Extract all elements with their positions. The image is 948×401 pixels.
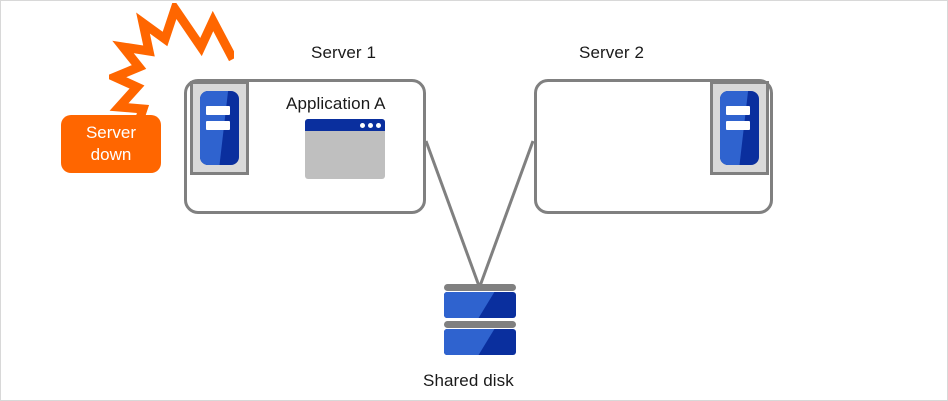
status-badge-line1: Server — [85, 123, 137, 142]
server2-box[interactable] — [534, 79, 773, 214]
server-chassis — [200, 91, 239, 165]
disk-platter — [444, 284, 516, 318]
server-slot-bar — [726, 105, 750, 116]
disk-body — [444, 329, 516, 355]
disk-cap — [444, 284, 516, 291]
server1-label: Server 1 — [311, 43, 377, 62]
application-a-label: Application A — [286, 94, 386, 113]
disk-cap — [444, 321, 516, 328]
status-badge-line2: down — [90, 145, 132, 164]
window-dot-icon — [376, 122, 381, 128]
server1-appliance-icon — [190, 81, 249, 175]
disk-body — [444, 292, 516, 318]
window-dot-icon — [360, 122, 365, 128]
connector-server2-to-disk — [478, 140, 535, 287]
server-chassis — [720, 91, 759, 165]
server2-label: Server 2 — [579, 43, 645, 62]
application-window-icon — [305, 119, 385, 179]
shared-disk-label: Shared disk — [423, 371, 514, 390]
server-slot-bar — [206, 120, 230, 131]
server1-box[interactable] — [184, 79, 426, 214]
shared-disk-icon — [444, 284, 516, 355]
disk-platter — [444, 321, 516, 355]
window-dot-icon — [368, 122, 373, 128]
connector-server1-to-disk — [424, 140, 481, 287]
server2-appliance-icon — [710, 81, 769, 175]
status-badge: Server down — [61, 115, 161, 173]
server-slot-bar — [206, 105, 230, 116]
server-slot-bar — [726, 120, 750, 131]
window-titlebar — [305, 119, 385, 131]
